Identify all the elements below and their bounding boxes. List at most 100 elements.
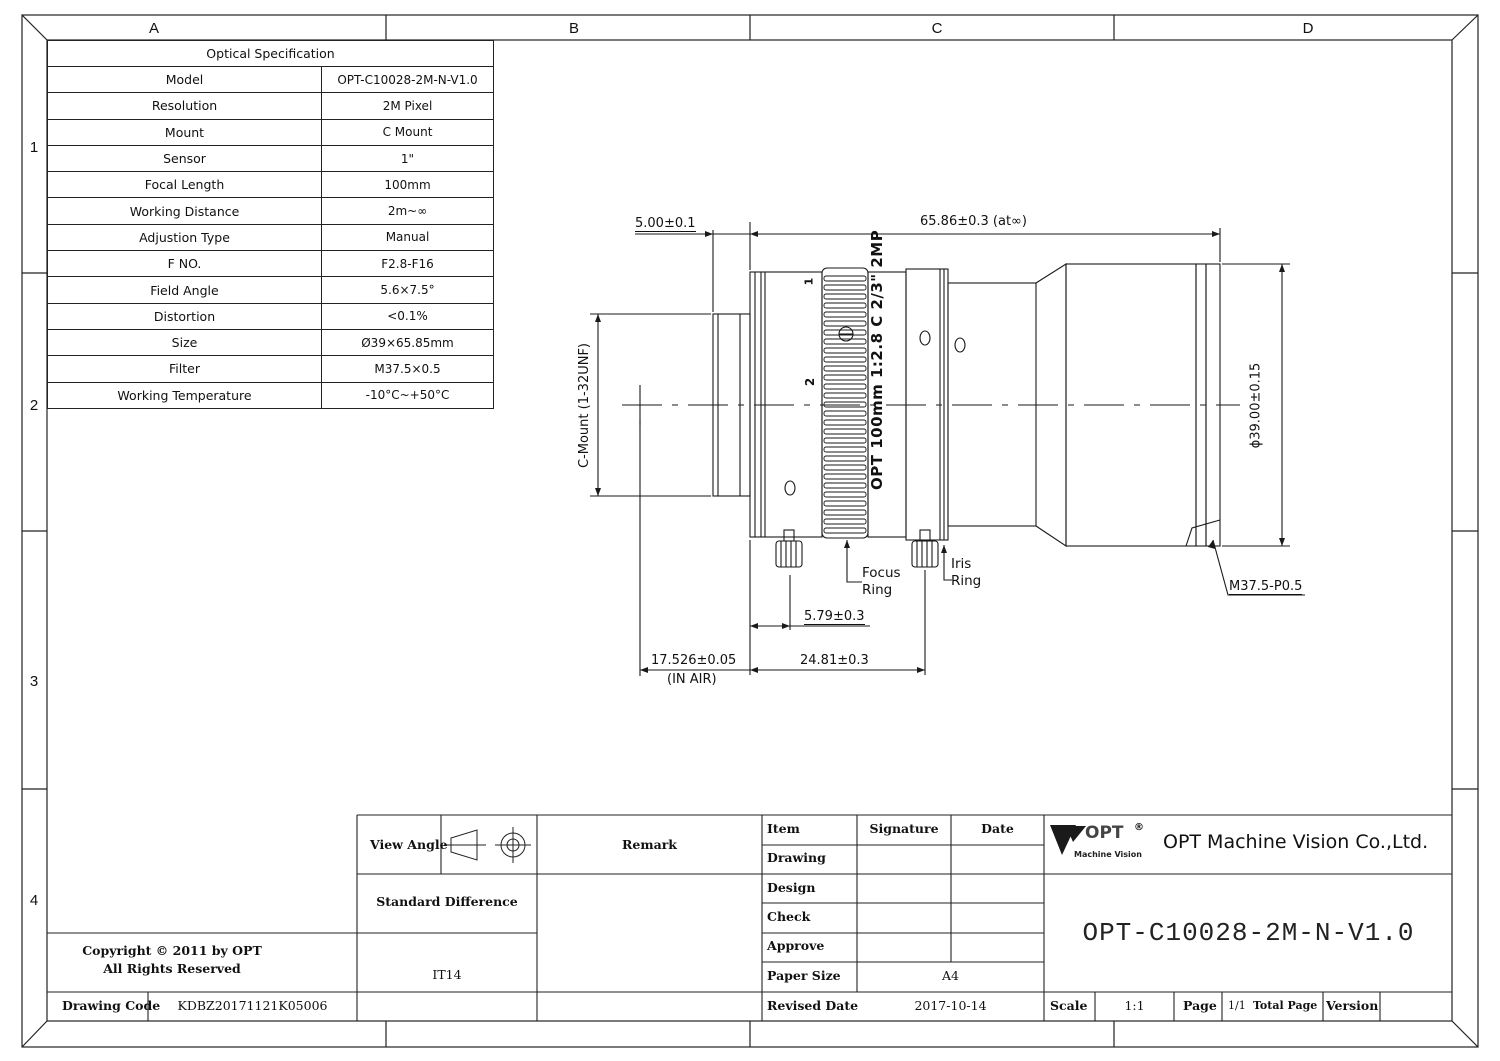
- focus-ring-label: Focus Ring: [862, 565, 901, 599]
- zone-label-3: 3: [29, 673, 39, 690]
- knurl-groove: [823, 275, 867, 282]
- iris-lock-screw: [911, 529, 939, 568]
- spec-label: Filter: [47, 355, 322, 383]
- revised-date-value: 2017-10-14: [914, 998, 987, 1013]
- knurl-groove: [823, 419, 867, 426]
- spec-row: Working Temperature-10°C~+50°C: [47, 381, 494, 409]
- standard-difference-label: Standard Difference: [376, 894, 518, 909]
- item-label: Item: [767, 821, 800, 836]
- scale-value: 1:1: [1124, 998, 1145, 1013]
- knurl-groove: [823, 518, 867, 525]
- iris-ring-label: Iris Ring: [951, 556, 981, 590]
- knurl-groove: [823, 509, 867, 516]
- knurl-groove: [823, 491, 867, 498]
- knurl-groove: [823, 428, 867, 435]
- spec-label: Field Angle: [47, 276, 322, 304]
- row-design: Design: [767, 880, 816, 895]
- focus-lock-screw: [775, 529, 803, 568]
- logo-subtitle: Machine Vision: [1074, 850, 1142, 859]
- zone-label-1: 1: [29, 139, 39, 156]
- knurl-groove: [823, 374, 867, 381]
- version-label: Version: [1326, 998, 1379, 1013]
- knurl-groove: [823, 383, 867, 390]
- knurl-groove: [823, 347, 867, 354]
- page-value: 1/1: [1228, 999, 1246, 1012]
- spec-label: Working Temperature: [47, 381, 322, 409]
- iris-ring-label-line1: Iris: [951, 556, 972, 572]
- knurl-groove: [823, 365, 867, 372]
- page-label: Page: [1183, 998, 1217, 1013]
- company-name: OPT Machine Vision Co.,Ltd.: [1163, 831, 1429, 853]
- zone-label-d: D: [1302, 20, 1314, 37]
- knurl-groove: [823, 410, 867, 417]
- copyright-line-2: All Rights Reserved: [103, 961, 241, 976]
- knurl-groove: [823, 356, 867, 363]
- dim-focus-ring-position: 5.79±0.3: [804, 609, 865, 625]
- knurl-groove: [823, 284, 867, 291]
- row-check: Check: [767, 909, 811, 924]
- spec-value: 2m~∞: [321, 197, 494, 225]
- paper-size-value: A4: [942, 968, 959, 983]
- spec-label: Resolution: [47, 92, 322, 120]
- spec-value: -10°C~+50°C: [321, 381, 494, 409]
- drawing-code-label: Drawing Code: [62, 998, 161, 1013]
- knurl-groove: [823, 293, 867, 300]
- logo-text: OPT: [1085, 823, 1124, 843]
- spec-value: 5.6×7.5°: [321, 276, 494, 304]
- revised-date-label: Revised Date: [767, 998, 859, 1013]
- paper-size-label: Paper Size: [767, 968, 841, 983]
- signature-label: Signature: [869, 821, 939, 836]
- knurl-groove: [823, 473, 867, 480]
- dim-flange-thickness: 5.00±0.1: [635, 216, 696, 232]
- row-drawing: Drawing: [767, 850, 826, 865]
- spec-value: F2.8-F16: [321, 250, 494, 278]
- row-approve: Approve: [767, 938, 825, 953]
- opt-logo-icon: [1050, 825, 1086, 855]
- knurl-groove: [823, 311, 867, 318]
- knurl-groove: [823, 329, 867, 336]
- knurl-groove: [823, 527, 867, 534]
- remark-label: Remark: [622, 837, 677, 852]
- knurl-groove: [823, 482, 867, 489]
- drawing-code-value: KDBZ20171121K05006: [177, 998, 328, 1013]
- focus-ring-label-line2: Ring: [862, 582, 893, 598]
- knurl-groove: [823, 437, 867, 444]
- dim-total-length: 65.86±0.3 (at∞): [920, 214, 1027, 229]
- focus-ring-label-line1: Focus: [862, 565, 901, 581]
- iris-ring-label-line2: Ring: [951, 573, 982, 589]
- standard-difference-value: IT14: [432, 967, 462, 982]
- front-barrel-step: [947, 282, 1037, 527]
- model-number: OPT-C10028-2M-N-V1.0: [1082, 918, 1415, 948]
- dim-iris-ring-position: 24.81±0.3: [800, 653, 869, 668]
- first-angle-projection-icon: [444, 827, 531, 863]
- spec-value: M37.5×0.5: [321, 355, 494, 383]
- zone-label-b: B: [568, 20, 579, 37]
- knurl-groove: [823, 392, 867, 399]
- spec-label: Size: [47, 328, 322, 357]
- spec-label: Model: [47, 65, 322, 94]
- logo-registered-mark: ®: [1134, 822, 1144, 833]
- total-page-label: Total Page: [1253, 999, 1318, 1012]
- spec-label: Distortion: [47, 302, 322, 330]
- knurl-groove: [823, 464, 867, 471]
- spec-value: 2M Pixel: [321, 92, 494, 120]
- view-angle-label: View Angle: [370, 837, 448, 852]
- thread-callout: M37.5-P0.5: [1229, 579, 1303, 595]
- zone-label-c: C: [931, 20, 943, 37]
- spec-label: Focal Length: [47, 171, 322, 199]
- knurl-groove: [823, 500, 867, 507]
- spec-value: C Mount: [321, 118, 494, 146]
